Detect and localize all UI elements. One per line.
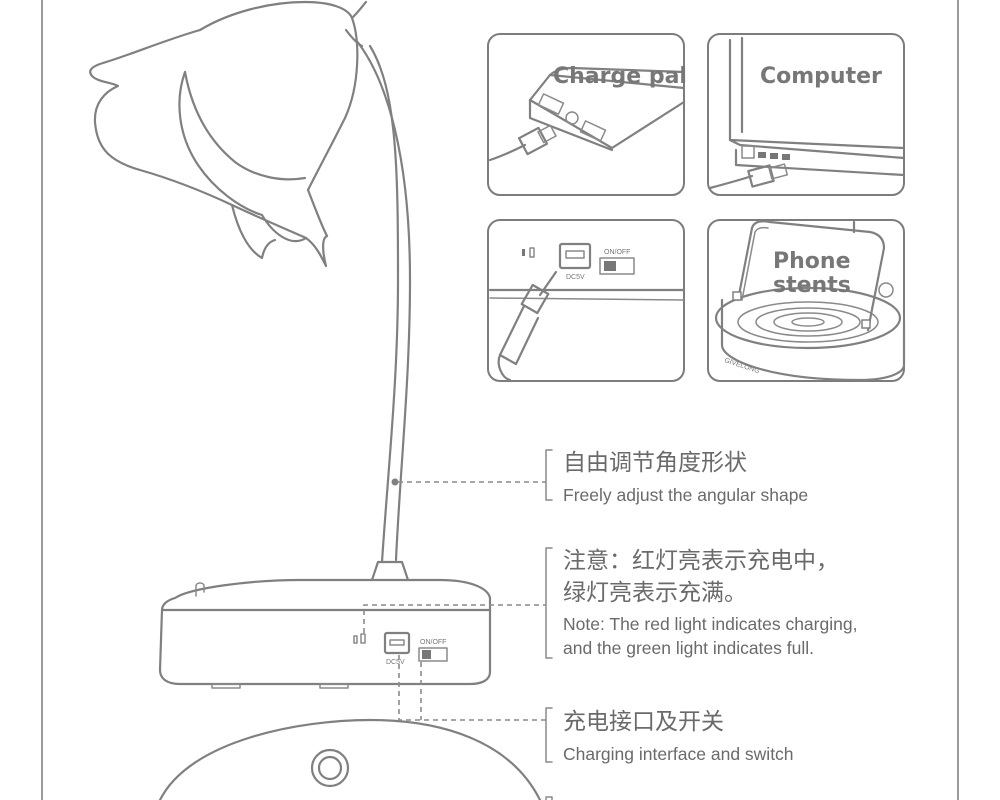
base-onoff-label: ON/OFF [420,639,446,646]
annotation-note-cn-1: 注意：红灯亮表示充电中， [563,548,839,574]
panel-port-closeup: DC5V ON/OFF [487,219,686,382]
annotation-note: 注意：红灯亮表示充电中， 绿灯亮表示充满。 Note: The red ligh… [545,547,857,659]
round-base-bottom [158,718,542,800]
gooseneck-stem [354,38,412,564]
annotation-port-en: Charging interface and switch [563,744,794,764]
annotation-angle: 自由调节角度形状 Freely adjust the angular shape [545,449,808,505]
annotation-angle-en: Freely adjust the angular shape [563,485,808,505]
annotation-angle-cn: 自由调节角度形状 [563,450,747,476]
panel-onoff-label: ON/OFF [604,249,630,256]
lamp-base: DC5V ON/OFF [158,560,492,689]
leader-lines [363,481,546,721]
panel-dc5v-label: DC5V [566,274,585,281]
panel-phone-label-line2: stents [773,273,851,298]
panel-charge-pal-label: Charge pal [553,64,687,89]
annotation-note-en-1: Note: The red light indicates charging, [563,614,857,634]
annotation-note-en-2: and the green light indicates full. [563,638,814,658]
annotation-note-cn-2: 绿灯亮表示充满。 [563,580,747,606]
panel-computer-label: Computer [760,64,882,89]
base-dc5v-label: DC5V [386,659,405,666]
annotation-port-cn: 充电接口及开关 [563,709,724,735]
annotation-port: 充电接口及开关 Charging interface and switch [545,707,794,800]
panel-phone-label-line1: Phone [773,249,850,274]
panel-charge-pal: Charge pal [487,33,687,196]
panel-computer: Computer [707,33,906,196]
flower-lamp-head [89,0,368,268]
panel-phone-stents: GIVELONG Phone stents [707,219,906,382]
